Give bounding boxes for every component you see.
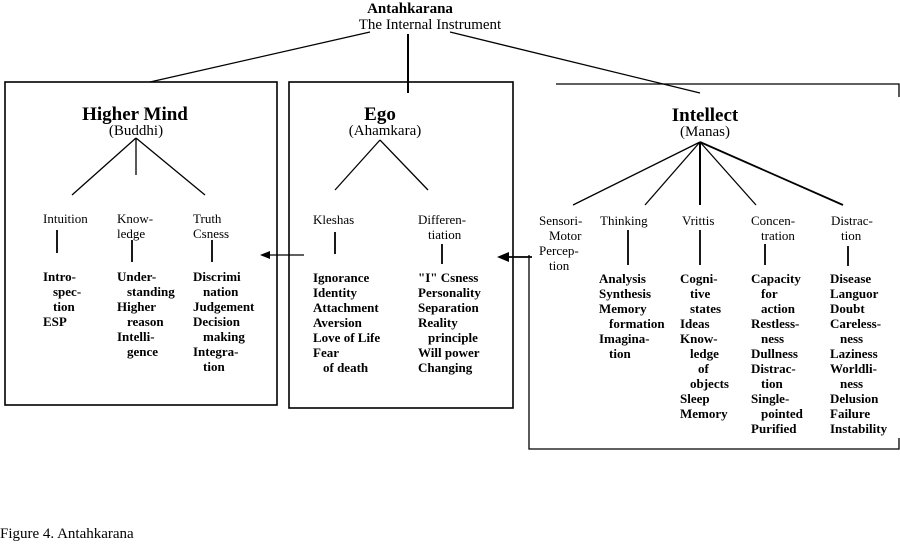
root-to-intellect-line <box>449 31 701 94</box>
arrowhead-left-1 <box>260 251 270 259</box>
root-to-higher-mind-line <box>149 31 371 83</box>
figure-caption: Figure 4. Antahkarana <box>0 526 134 542</box>
items-intuition: Intro- spec- tion ESP <box>43 269 82 329</box>
items-distraction: Disease Languor Doubt Careless- ness Laz… <box>830 271 888 436</box>
higher-mind-title: Higher Mind <box>82 104 188 125</box>
branch-label-vrittis: Vrittis <box>682 213 715 228</box>
root-title: Antahkarana <box>367 1 453 17</box>
branch-label-truth: Truth Csness <box>193 211 230 241</box>
ego-sanskrit: (Ahamkara) <box>348 123 422 139</box>
ego-title: Ego <box>364 104 396 125</box>
items-thinking: Analysis Synthesis Memory formation Imag… <box>599 271 665 361</box>
higher-mind-sanskrit: (Buddhi) <box>108 123 164 139</box>
items-kleshas: Ignorance Identity Attachment Aversion L… <box>313 270 381 375</box>
items-knowledge: Under- standing Higher reason Intelli- g… <box>117 269 175 359</box>
higher-mind-box <box>4 81 278 406</box>
branch-label-thinking: Thinking <box>600 213 648 228</box>
ego-box <box>288 81 514 409</box>
branch-label-kleshas: Kleshas <box>313 212 355 227</box>
arrowhead-left-2 <box>497 252 509 262</box>
root-subtitle: The Internal Instrument <box>358 17 502 33</box>
intellect-box-bottom <box>528 255 900 450</box>
items-differentiation: "I" Csness Personality Separation Realit… <box>418 270 481 375</box>
items-concentration: Capacity for action Restless- ness Dulln… <box>751 271 803 436</box>
intellect-sanskrit: (Manas) <box>680 124 730 140</box>
branch-label-differentiation: Differen- tiation <box>418 212 467 242</box>
items-vrittis: Cogni- tive states Ideas Know- ledge of … <box>680 271 729 421</box>
branch-label-intuition: Intuition <box>43 211 88 226</box>
intellect-title: Intellect <box>671 105 739 126</box>
branch-label-concentration: Concen- tration <box>751 213 796 243</box>
branch-label-sensori-motor: Sensori- Motor Percep- tion <box>539 213 583 273</box>
branch-label-distraction: Distrac- tion <box>831 213 873 243</box>
intellect-box-top <box>556 83 900 97</box>
branch-label-knowledge: Know- ledge <box>117 211 154 241</box>
items-truth: Discrimi nation Judgement Decision makin… <box>193 269 255 374</box>
